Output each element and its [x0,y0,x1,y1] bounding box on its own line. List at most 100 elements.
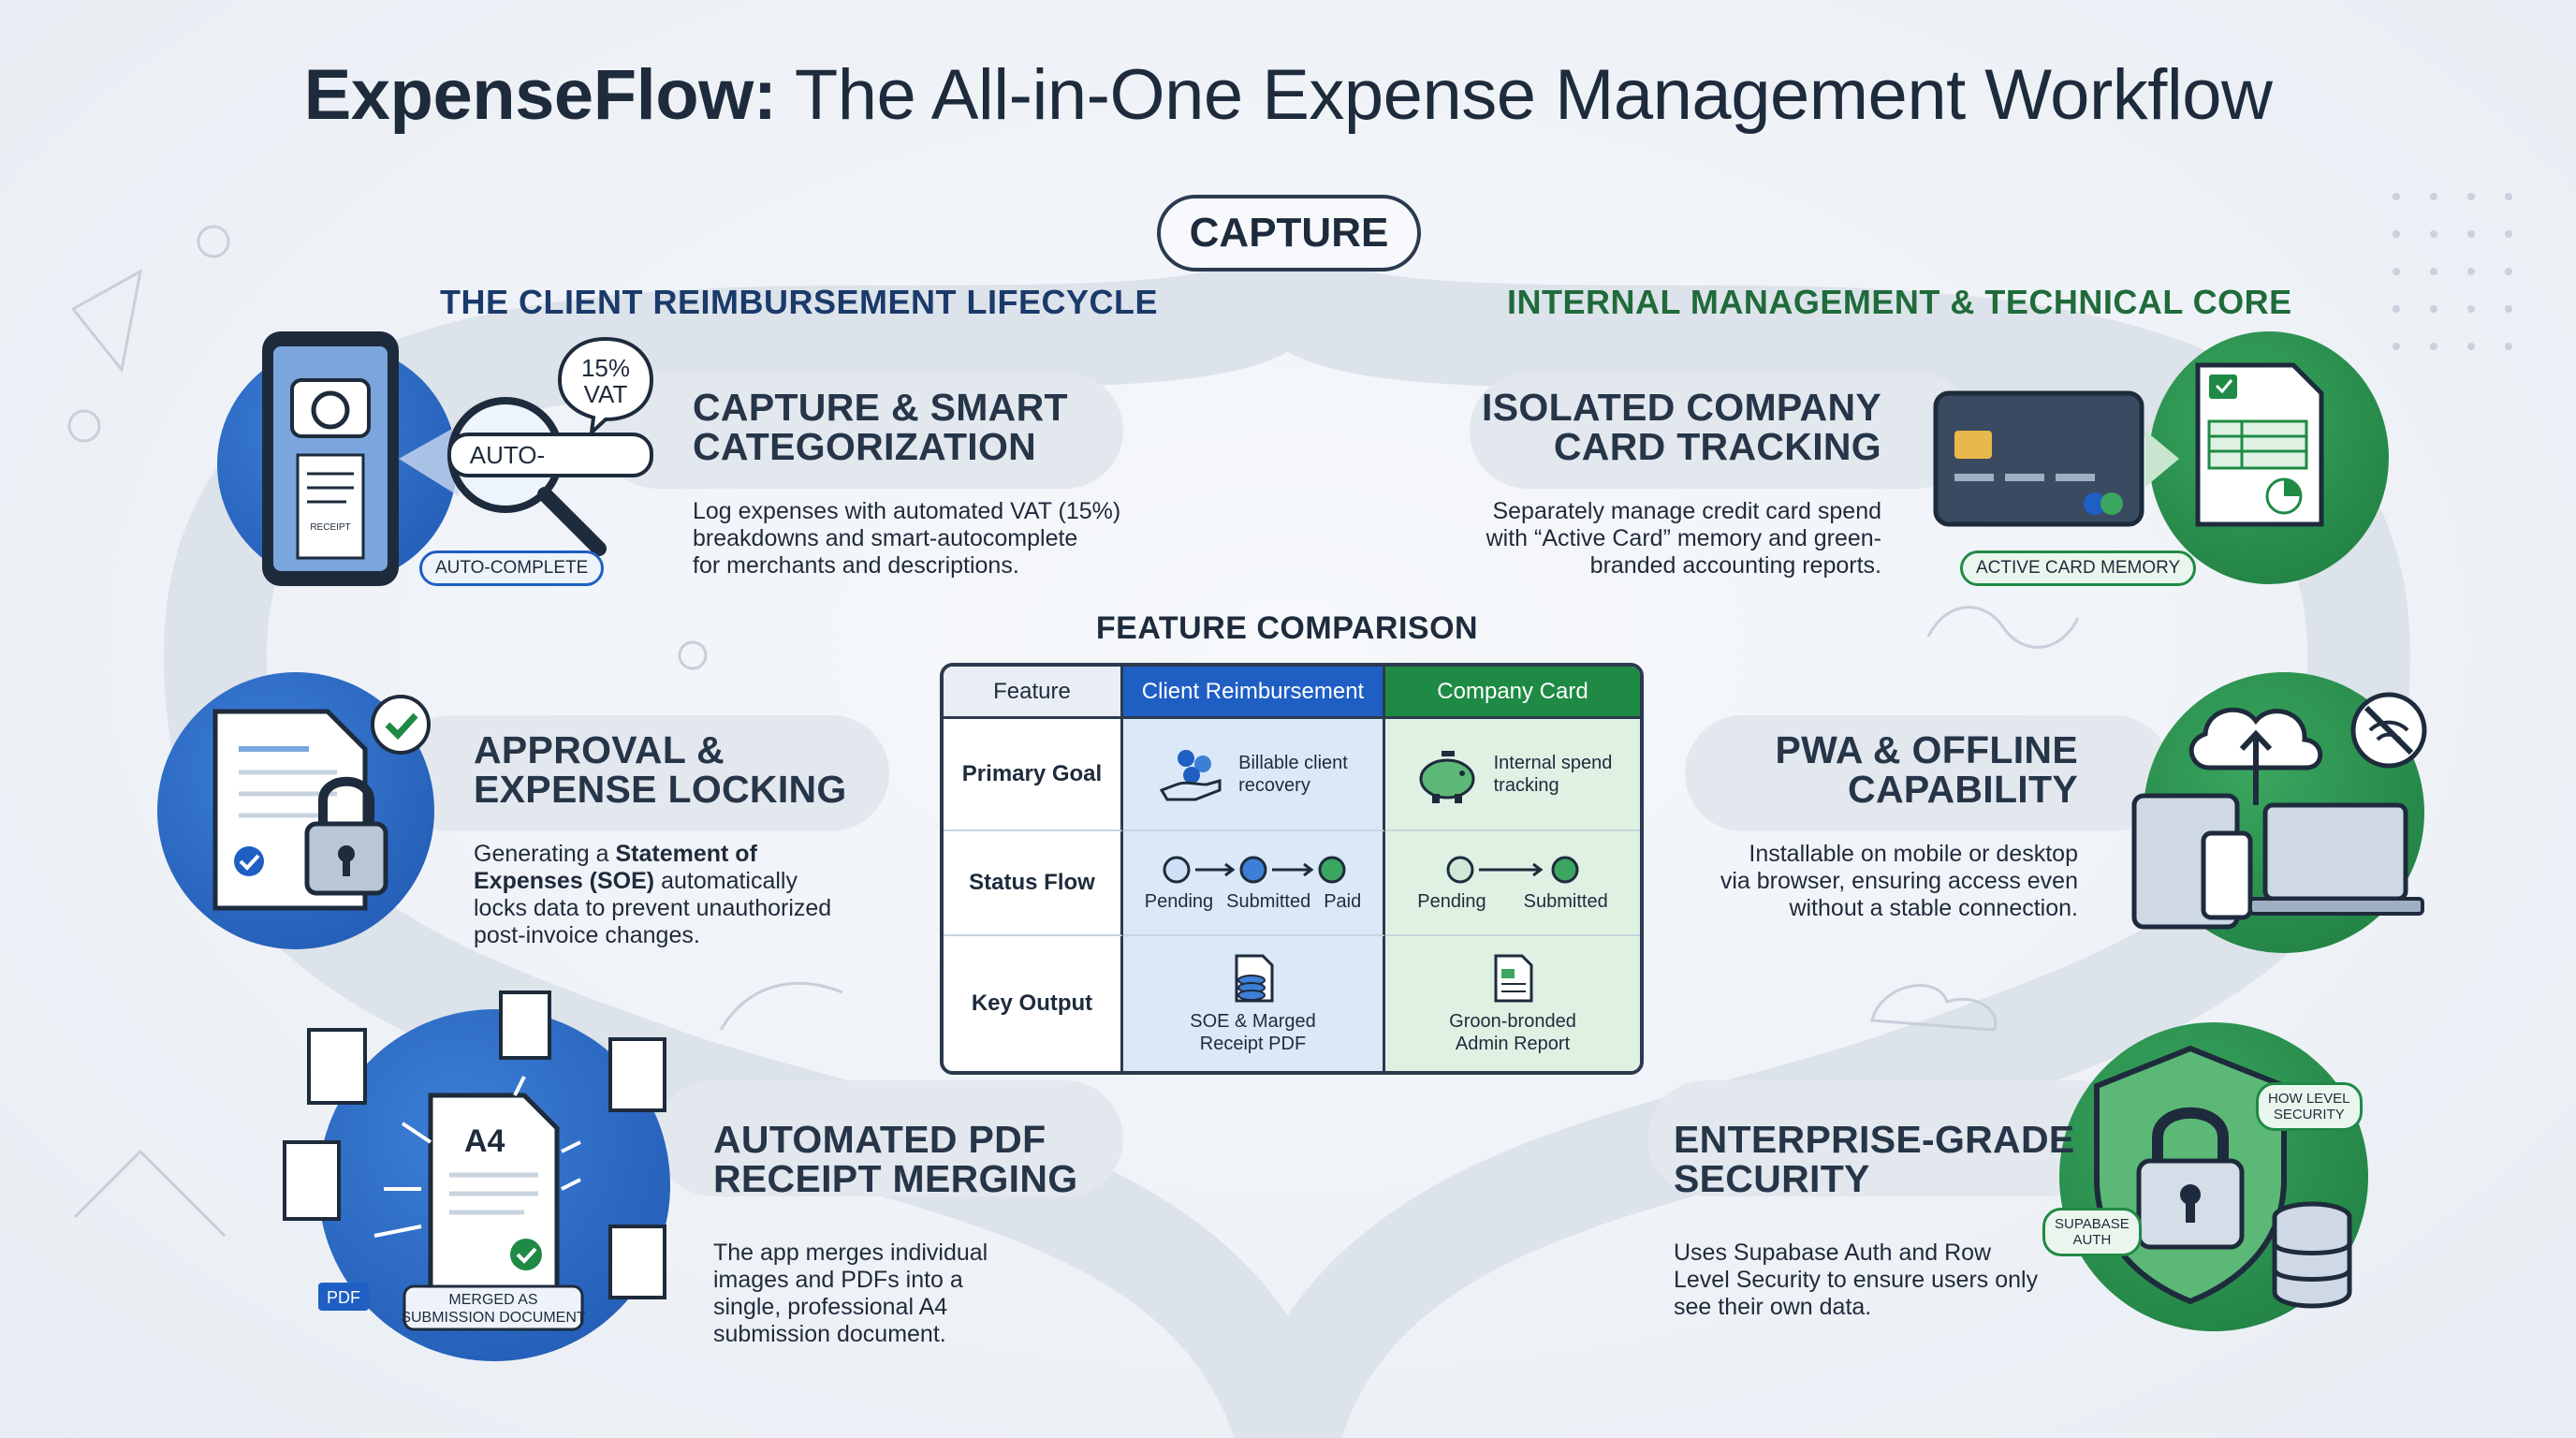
pdf-badge-label: PDF [327,1288,360,1307]
security-desc-line2: Level Security to ensure users only [1674,1267,2039,1293]
card-goal-line2: tracking [1493,775,1559,796]
pdf-desc-line3: single, professional A4 [713,1294,948,1320]
pwa-desc-line2: via browser, ensuring access even [1720,868,2078,894]
pwa-band [1685,715,2172,831]
credit-card-report-icon [1933,362,2324,527]
card-status-flow: Pending Submitted [1385,831,1640,936]
active-card-memory-tag: ACTIVE CARD MEMORY [1960,550,2197,586]
security-desc-line1: Uses Supabase Auth and Row [1674,1240,1992,1266]
phone-camera-icon: RECEIPT AUTO- [262,331,653,586]
security-title-line2: SECURITY [1674,1157,1870,1200]
pdf-desc-line4: submission document. [713,1321,946,1347]
piggy-bank-icon [1419,751,1475,803]
capture-title-line1: CAPTURE & SMART [693,386,1068,429]
pwa-title-line2: CAPABILITY [1848,768,2078,811]
card-status-pending: Pending [1417,890,1486,912]
card-output-line2: Admin Report [1455,1034,1571,1054]
pdf-band [655,1080,1123,1196]
merge-caption-line1: MERGED AS [448,1292,537,1308]
approval-desc: Generating a Statement of Expenses (SOE)… [474,841,831,949]
pwa-desc-line3: without a stable connection. [1789,895,2078,921]
left-section-title: THE CLIENT REIMBURSEMENT LIFECYCLE [440,283,1159,321]
pwa-title-line1: PWA & OFFLINE [1775,728,2078,771]
approval-title: APPROVAL & EXPENSE LOCKING [474,730,847,809]
page-title-brand: ExpenseFlow: [303,55,778,135]
page-title-rest: The All-in-One Expense Management Workfl… [776,55,2273,135]
capture-desc: Log expenses with automated VAT (15%) br… [693,498,1120,580]
capture-desc-line3: for merchants and descriptions. [693,552,1019,579]
shield-lock-icon [2094,1045,2352,1309]
row-level-security-tag: HOW LEVEL SECURITY [2256,1082,2363,1131]
card-desc-line2: with “Active Card” memory and green- [1486,525,1881,551]
card-output-line1: Groon-bronded [1449,1011,1576,1032]
header-company-card: Company Card [1385,667,1640,719]
supabase-auth-tag: SUPABASE AUTH [2042,1208,2142,1256]
comparison-table: Feature Client Reimbursement Company Car… [940,663,1644,1075]
card-key-output: Groon-bronded Admin Report [1385,936,1640,1071]
capture-title-line2: CATEGORIZATION [693,425,1037,468]
pdf-title-line2: RECEIPT MERGING [713,1157,1078,1200]
approval-band [393,715,889,831]
rls-tag-line2: SECURITY [2273,1107,2345,1123]
capture-desc-line1: Log expenses with automated VAT (15%) [693,498,1121,524]
card-status-submitted: Submitted [1523,890,1608,912]
pdf-desc-line1: The app merges individual [713,1240,988,1266]
card-desc-line1: Separately manage credit card spend [1492,498,1881,524]
row-label-status-flow: Status Flow [944,831,1123,936]
a4-doc-label: A4 [464,1123,505,1159]
client-status-paid: Paid [1324,890,1362,912]
client-status-labels: Pending Submitted Paid [1145,891,1362,913]
card-desc: Separately manage credit card spend with… [1404,498,1881,580]
pdf-title-line1: AUTOMATED PDF [713,1118,1046,1161]
client-status-flow-diagram [1163,856,1345,883]
header-feature: Feature [944,667,1123,719]
devices-offline-icon [2131,692,2427,930]
client-goal-line2: recovery [1238,775,1310,796]
client-output-line1: SOE & Marged [1190,1011,1316,1032]
security-title-line1: ENTERPRISE-GRADE [1674,1118,2075,1161]
card-status-labels: Pending Submitted [1417,891,1607,913]
capture-desc-line2: breakdowns and smart-autocomplete [693,525,1078,551]
comparison-title: FEATURE COMPARISON [1095,610,1479,646]
card-primary-goal: Internal spend tracking [1385,719,1640,831]
auth-tag-line1: SUPABASE [2055,1216,2130,1232]
approval-desc-line3: locks data to prevent unauthorized [474,895,832,921]
client-key-output: SOE & Marged Receipt PDF [1123,936,1385,1071]
security-band [1647,1080,2134,1196]
approval-desc-line4: post-invoice changes. [474,922,700,948]
pwa-desc-line1: Installable on mobile or desktop [1749,841,2078,867]
page-title: ExpenseFlow: The All-in-One Expense Mana… [0,54,2576,136]
locked-document-icon [212,695,431,911]
client-primary-goal: Billable client recovery [1123,719,1385,831]
card-goal-line1: Internal spend [1493,753,1613,773]
hand-coins-icon [1159,750,1222,801]
client-status-pending: Pending [1144,890,1214,912]
autocomplete-field-text: AUTO- [470,441,545,469]
client-status-submitted: Submitted [1226,890,1311,912]
pdf-title: AUTOMATED PDF RECEIPT MERGING [713,1120,1077,1198]
header-client-reimbursement: Client Reimbursement [1123,667,1385,719]
approval-title-line2: EXPENSE LOCKING [474,768,847,811]
merge-caption-line2: SUBMISSION DOCUMENT [401,1310,586,1326]
receipt-label: RECEIPT [310,522,350,533]
client-status-flow: Pending Submitted Paid [1123,831,1385,936]
security-desc: Uses Supabase Auth and Row Level Securit… [1674,1240,2038,1321]
approval-desc-line1-pre: Generating a [474,841,616,867]
vat-bubble-percent: 15% [581,354,630,382]
vat-bubble-label: VAT [584,380,628,408]
pwa-title: PWA & OFFLINE CAPABILITY [1591,730,2078,809]
row-label-primary-goal: Primary Goal [944,719,1123,831]
security-desc-line3: see their own data. [1674,1294,1872,1320]
card-title-line2: CARD TRACKING [1553,425,1881,468]
capture-band [599,373,1123,489]
approval-desc-line1-bold: Statement of [615,841,757,867]
admin-report-document-icon [1494,954,1533,1003]
right-section-title: INTERNAL MANAGEMENT & TECHNICAL CORE [1507,283,2292,321]
security-title: ENTERPRISE-GRADE SECURITY [1674,1120,2075,1198]
pdf-merge-icon: A4 PDF MERGED AS SUBMISSION DOCUMENT [283,990,666,1331]
capture-pill: CAPTURE [1157,195,1421,271]
pdf-desc-line2: images and PDFs into a [713,1267,963,1293]
card-desc-line3: branded accounting reports. [1589,552,1881,579]
capture-title: CAPTURE & SMART CATEGORIZATION [693,388,1068,466]
card-title-line1: ISOLATED COMPANY [1482,386,1881,429]
